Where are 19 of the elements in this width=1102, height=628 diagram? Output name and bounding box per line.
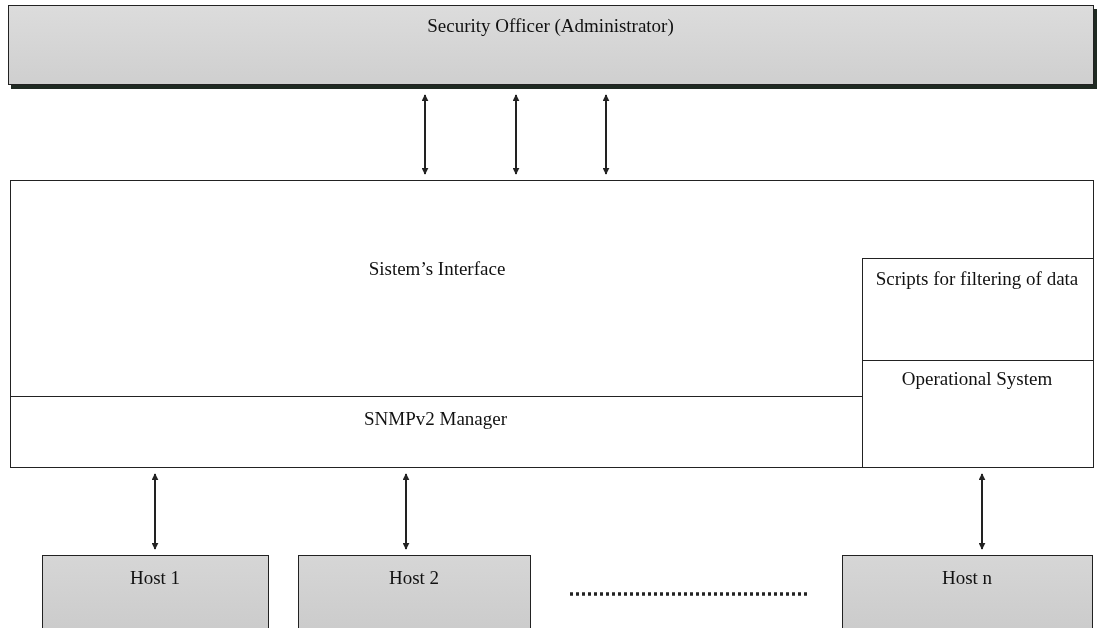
double-arrow [512,94,520,175]
double-arrow [151,473,159,550]
box-label: Sistem’s Interface [367,257,507,281]
component-box [861,257,1094,361]
host-box [42,555,269,628]
double-arrow [421,94,429,175]
box-label: Security Officer (Administrator) [426,14,675,38]
double-arrow [978,473,986,550]
double-arrow [602,94,610,175]
box-label: Operational System [900,366,1054,391]
box-label: Host 1 [128,566,182,590]
box-label: Host n [940,566,994,590]
host-box [298,555,531,628]
double-arrow [402,473,410,550]
box-label: Host 2 [387,566,441,590]
component-box [10,180,1094,468]
host-box [842,555,1093,628]
box-label: Scripts for filtering of data [874,266,1080,291]
box-label: SNMPv2 Manager [363,406,508,431]
